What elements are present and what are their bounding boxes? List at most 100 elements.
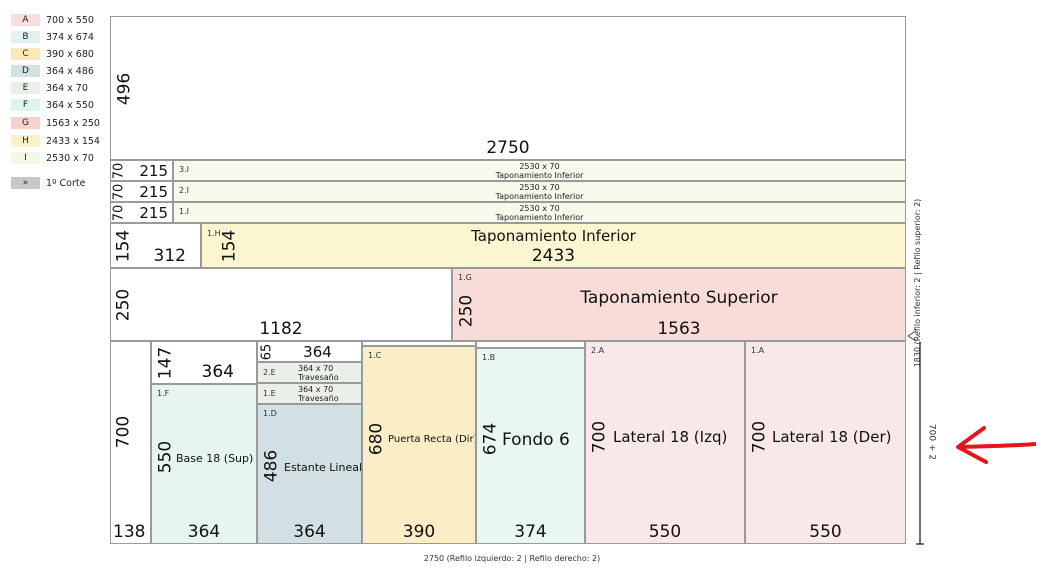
red-arrow-head-icon xyxy=(956,426,988,464)
waste-strip-h[interactable]: 154 312 xyxy=(110,223,201,268)
piece-2-a[interactable]: 2.A 700 Lateral 18 (Izq) 550 xyxy=(585,341,745,544)
waste-height: 70 xyxy=(111,204,127,222)
piece-width: 550 xyxy=(809,522,842,542)
piece-1-f[interactable]: 1.F 550 Base 18 (Sup) 364 xyxy=(151,384,257,544)
piece-2-i[interactable]: 2.I 2530 x 70 Taponamiento Inferior xyxy=(173,181,906,202)
legend-size: 390 x 680 xyxy=(46,48,94,60)
legend-size: 364 x 486 xyxy=(46,65,94,77)
piece-name: Fondo 6 xyxy=(502,430,570,450)
waste-width: 215 xyxy=(139,183,168,201)
waste-width: 364 xyxy=(303,343,332,361)
piece-1-c[interactable]: 1.C 680 Puerta Recta (Dir) 390 xyxy=(362,346,476,544)
legend-size: 2530 x 70 xyxy=(46,152,94,164)
piece-width: 374 xyxy=(514,522,547,542)
piece-name: Estante Lineal xyxy=(284,461,362,474)
waste-width: 312 xyxy=(153,246,186,266)
piece-height: 550 xyxy=(155,440,176,474)
piece-size: 2530 x 70 xyxy=(519,204,560,213)
legend-size: 374 x 674 xyxy=(46,31,94,43)
piece-tag: 2.I xyxy=(179,186,189,195)
legend-size: 700 x 550 xyxy=(46,14,94,26)
legend-item-b: B 374 x 674 xyxy=(11,30,94,44)
red-arrow-icon xyxy=(958,442,1036,449)
legend-key: H xyxy=(11,135,40,147)
waste-top[interactable]: 496 2750 xyxy=(110,16,906,160)
piece-size: 2530 x 70 xyxy=(519,162,560,171)
piece-height: 674 xyxy=(480,422,501,456)
piece-1-i[interactable]: 1.I 2530 x 70 Taponamiento Inferior xyxy=(173,202,906,223)
piece-size: 364 x 70 xyxy=(298,364,334,373)
legend-key: C xyxy=(11,48,40,60)
piece-tag: 2.A xyxy=(591,346,605,355)
piece-tag: 1.A xyxy=(751,346,765,355)
legend-size: 364 x 70 xyxy=(46,82,88,94)
waste-bottom-left[interactable]: 700 138 xyxy=(110,341,151,544)
piece-name: Taponamiento Inferior xyxy=(495,192,584,201)
piece-1-g[interactable]: 1.G 250 Taponamiento Superior 1563 xyxy=(452,268,906,341)
legend-first-cut[interactable]: »1º Corte xyxy=(11,176,85,190)
piece-name: Lateral 18 (Izq) xyxy=(613,428,728,446)
piece-name: Taponamiento Inferior xyxy=(495,171,584,180)
piece-height: 680 xyxy=(366,422,387,456)
piece-width: 550 xyxy=(648,522,682,542)
piece-2-e[interactable]: 2.E 364 x 70 Travesaño xyxy=(257,362,362,383)
waste-width: 1182 xyxy=(259,319,303,339)
waste-height: 250 xyxy=(113,288,134,322)
waste-height: 70 xyxy=(111,183,127,201)
piece-name: Puerta Recta (Dir) xyxy=(388,434,476,445)
waste-f-top[interactable]: 147 364 xyxy=(151,341,257,384)
waste-height: 700 xyxy=(113,415,134,449)
piece-tag: 1.G xyxy=(458,273,472,282)
piece-1-a[interactable]: 1.A 700 Lateral 18 (Der) 550 xyxy=(745,341,906,544)
waste-height: 147 xyxy=(155,346,176,380)
piece-tag: 1.B xyxy=(482,353,496,362)
legend-item-g: G 1563 x 250 xyxy=(11,116,100,130)
legend-item-d: D 364 x 486 xyxy=(11,64,94,78)
waste-width: 215 xyxy=(139,204,168,222)
piece-tag: 2.E xyxy=(263,368,276,377)
piece-name: Taponamiento Inferior xyxy=(495,213,584,222)
legend-key: B xyxy=(11,31,40,43)
legend-size: 364 x 550 xyxy=(46,99,94,111)
piece-3-i[interactable]: 3.I 2530 x 70 Taponamiento Inferior xyxy=(173,160,906,181)
waste-width: 364 xyxy=(201,362,234,382)
waste-strip-i1[interactable]: 70 215 xyxy=(110,202,173,223)
piece-width: 390 xyxy=(402,522,436,542)
piece-1-h[interactable]: 1.H 154 Taponamiento Inferior 2433 xyxy=(201,223,906,268)
legend-key: I xyxy=(11,152,40,164)
legend-key: D xyxy=(11,65,40,77)
waste-width: 138 xyxy=(113,522,146,542)
legend-item-f: F 364 x 550 xyxy=(11,98,94,112)
legend-item-i: I 2530 x 70 xyxy=(11,151,94,165)
waste-strip-i3[interactable]: 70 215 xyxy=(110,160,173,181)
waste-height: 496 xyxy=(114,72,135,106)
piece-width: 364 xyxy=(293,522,326,542)
piece-width: 2433 xyxy=(531,246,576,266)
piece-height: 486 xyxy=(261,449,282,483)
piece-height: 700 xyxy=(589,420,610,454)
legend-key: A xyxy=(11,14,40,26)
piece-tag: 1.F xyxy=(157,389,170,398)
piece-name: Taponamiento Inferior xyxy=(471,227,636,245)
waste-c-top xyxy=(362,341,476,346)
piece-1-d[interactable]: 1.D 486 Estante Lineal 364 xyxy=(257,404,362,544)
waste-strip-g[interactable]: 250 1182 xyxy=(110,268,452,341)
piece-tag: 3.I xyxy=(179,165,189,174)
legend-key: F xyxy=(11,99,40,111)
waste-strip-i2[interactable]: 70 215 xyxy=(110,181,173,202)
piece-name: Taponamiento Superior xyxy=(580,288,778,308)
waste-d-top[interactable]: 65 364 xyxy=(257,341,362,362)
legend-key: G xyxy=(11,117,40,129)
chevron-left-icon xyxy=(907,330,917,342)
piece-name: Lateral 18 (Der) xyxy=(772,428,892,446)
legend-size: 1563 x 250 xyxy=(46,117,100,129)
waste-b-top xyxy=(476,341,585,348)
first-cut-icon[interactable]: » xyxy=(11,177,40,189)
piece-size: 364 x 70 xyxy=(298,385,334,394)
piece-1-b[interactable]: 1.B 674 Fondo 6 374 xyxy=(476,348,585,544)
piece-tag: 1.I xyxy=(179,207,189,216)
piece-1-e[interactable]: 1.E 364 x 70 Travesaño xyxy=(257,383,362,404)
legend-item-c: C 390 x 680 xyxy=(11,47,94,61)
